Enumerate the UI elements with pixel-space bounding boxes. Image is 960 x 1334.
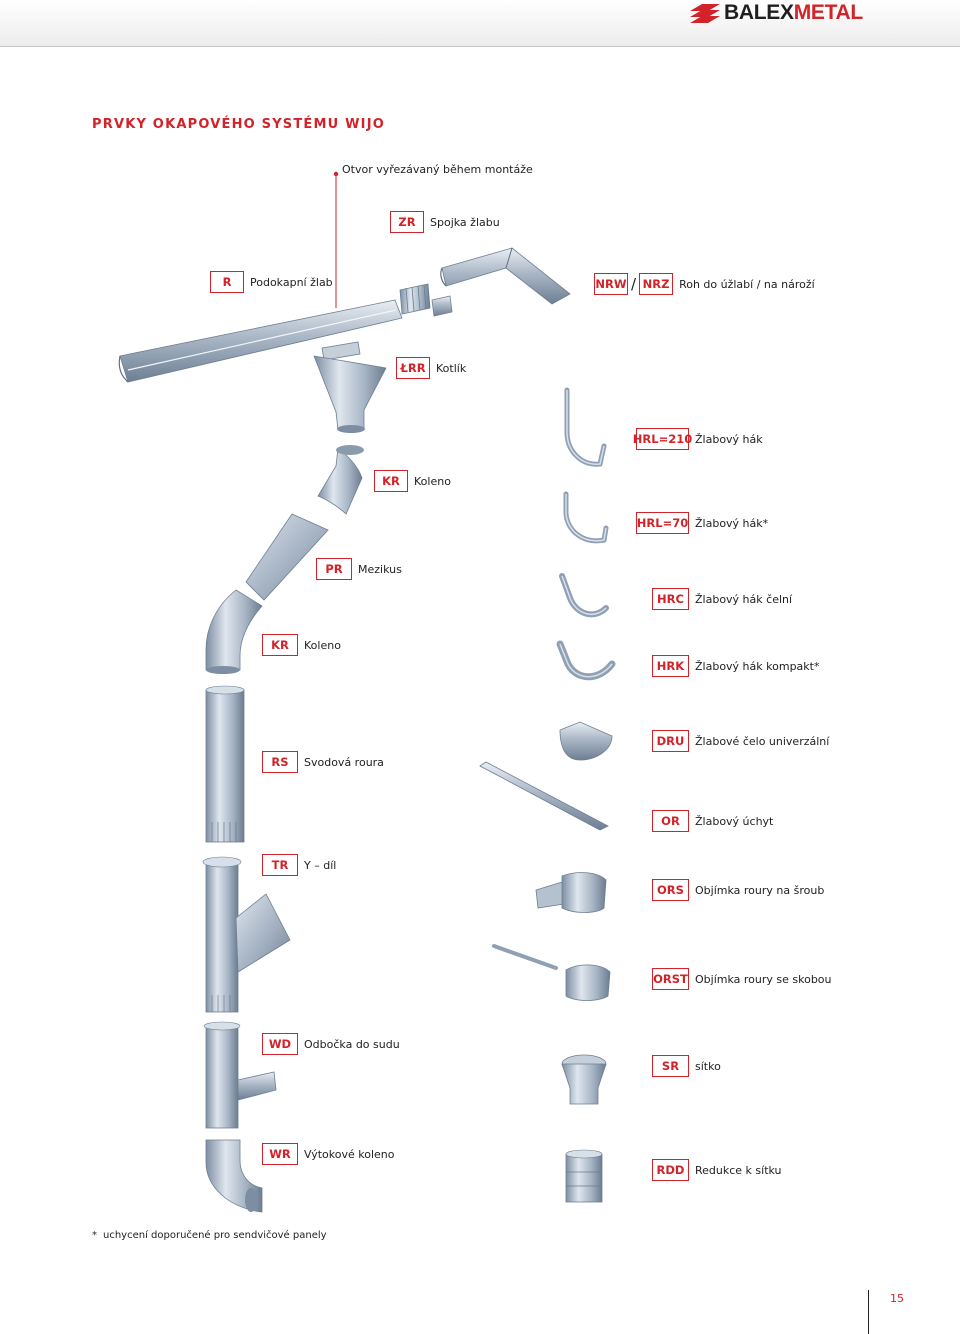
label-zr: ZR Spojka žlabu — [390, 210, 500, 234]
label-orst: ORST Objímka roury se skobou — [652, 967, 832, 991]
label-sr: SR sítko — [652, 1054, 721, 1078]
label-wd: WD Odbočka do sudu — [262, 1032, 400, 1056]
reducer-rdd-part — [565, 1149, 603, 1203]
logo-wordmark: BALEXMETAL — [724, 1, 863, 24]
code-badge: KR — [262, 634, 298, 656]
pipe-clip-orst-part — [492, 944, 611, 1001]
code-badge: OR — [652, 810, 689, 832]
outlet-lrr-part — [313, 341, 387, 433]
code-badge: NRW — [594, 273, 628, 295]
code-badge: ORST — [652, 968, 689, 990]
label-hrl210: HRL=210 Žlabový hák — [633, 427, 763, 451]
gutter-strap-or-part — [479, 761, 609, 831]
label-rdd: RDD Redukce k sítku — [652, 1158, 782, 1182]
code-badge: R — [210, 271, 244, 293]
code-badge: SR — [652, 1055, 689, 1077]
header-bar: BALEXMETAL — [0, 0, 960, 47]
code-badge: ŁRR — [396, 357, 430, 379]
hole-pointer — [333, 171, 339, 308]
label-r: R Podokapní žlab — [210, 270, 333, 294]
label-tr: TR Y – díl — [262, 853, 336, 877]
footnote: *uchycení doporučené pro sendvičové pane… — [92, 1230, 327, 1241]
label-lrr: ŁRR Kotlík — [396, 356, 466, 380]
gutter-r-part — [118, 299, 403, 383]
label-hrk: HRK Žlabový hák kompakt* — [652, 654, 819, 678]
outlet-elbow-wr-part — [205, 1139, 263, 1213]
pipe-clip-ors-part — [535, 872, 607, 913]
label-kr-upper: KR Koleno — [374, 469, 451, 493]
gutter-corner-nrw-nrz-part — [440, 247, 571, 305]
code-badge: ZR — [390, 211, 424, 233]
page-number-rule — [868, 1290, 869, 1334]
label-nrw-nrz: NRW / NRZ Roh do úžlabí / na nároží — [594, 273, 815, 295]
elbow-kr-upper-part — [317, 445, 364, 515]
end-cap-dru-part — [559, 721, 613, 761]
label-hrl70: HRL=70 Žlabový hák* — [636, 511, 768, 535]
hook-hrk-part — [556, 640, 616, 681]
code-badge: ORS — [652, 879, 689, 901]
code-badge: NRZ — [639, 273, 674, 295]
label-hrc: HRC Žlabový hák čelní — [652, 587, 792, 611]
hook-hrc-part — [559, 573, 609, 618]
pipe-pr-part — [245, 513, 329, 601]
elbow-kr-lower-part — [205, 589, 263, 674]
code-badge: WD — [262, 1033, 298, 1055]
code-badge: DRU — [652, 730, 689, 752]
label-or: OR Žlabový úchyt — [652, 809, 773, 833]
label-kr-lower: KR Koleno — [262, 633, 341, 657]
label-rs: RS Svodová roura — [262, 750, 384, 774]
code-badge: RS — [262, 751, 298, 773]
downpipe-rs-part — [205, 685, 245, 843]
label-ors: ORS Objímka roury na šroub — [652, 878, 824, 902]
code-badge: WR — [262, 1143, 298, 1165]
strainer-sr-part — [561, 1054, 607, 1105]
page-title: PRVKY OKAPOVÉHO SYSTÉMU WIJO — [92, 117, 385, 132]
code-badge: HRC — [652, 588, 689, 610]
label-wr: WR Výtokové koleno — [262, 1142, 395, 1166]
code-badge: KR — [374, 470, 408, 492]
gutter-connector-zr-part — [399, 283, 453, 317]
y-piece-tr-part — [202, 856, 291, 1013]
label-pr: PR Mezikus — [316, 557, 402, 581]
page-number: 15 — [890, 1292, 904, 1305]
code-badge: HRL=210 — [633, 428, 692, 450]
label-dru: DRU Žlabové čelo univerzální — [652, 729, 829, 753]
balexmetal-logo-mark-icon — [690, 4, 720, 23]
balexmetal-logo: BALEXMETAL — [688, 2, 863, 24]
code-badge: RDD — [652, 1159, 689, 1181]
code-badge: HRK — [652, 655, 689, 677]
hole-label: Otvor vyřezávaný během montáže — [342, 162, 533, 176]
diverter-wd-part — [203, 1021, 277, 1129]
hook-hrl70-part — [563, 491, 609, 544]
code-badge: PR — [316, 558, 352, 580]
code-badge: TR — [262, 854, 298, 876]
hook-hrl210-part — [564, 387, 607, 467]
code-badge: HRL=70 — [636, 512, 689, 534]
